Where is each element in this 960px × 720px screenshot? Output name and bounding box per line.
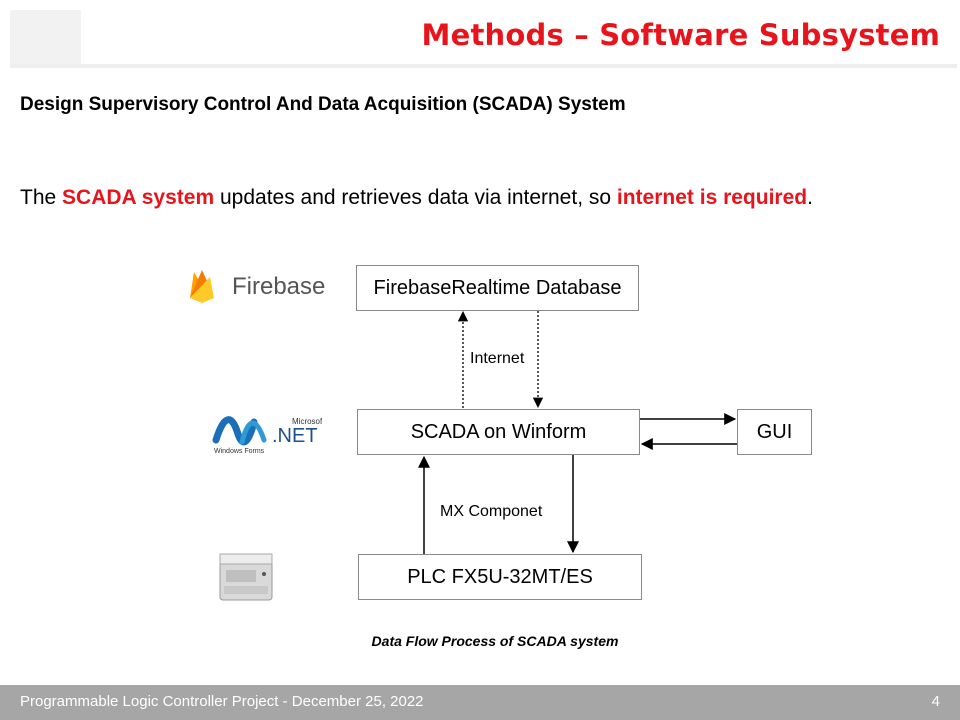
dotnet-logo-icon: Microsoft .NET Windows Forms [212, 416, 322, 455]
firebase-flame-icon [190, 270, 214, 303]
node-gui: GUI [737, 409, 812, 455]
statement-text: The SCADA system updates and retrieves d… [20, 186, 813, 210]
slide-title: Methods – Software Subsystem [421, 18, 940, 52]
dotnet-net-text: .NET [272, 425, 318, 447]
figure-caption: Data Flow Process of SCADA system [371, 633, 619, 649]
plc-device-icon [219, 553, 273, 601]
slide-subtitle: Design Supervisory Control And Data Acqu… [20, 94, 626, 115]
edge-label-internet: Internet [470, 350, 525, 367]
footer-bar: Programmable Logic Controller Project - … [0, 685, 960, 720]
highlight-internet-required: internet is required [616, 186, 808, 209]
edge-label-mx-componet: MX Componet [440, 503, 543, 520]
footer-text: Programmable Logic Controller Project - … [20, 693, 424, 710]
firebase-logo-text: Firebase [232, 273, 326, 300]
statement-part: The [20, 186, 63, 209]
header-divider [10, 64, 957, 68]
statement-part: . [807, 186, 813, 209]
node-plc: PLC FX5U-32MT/ES [358, 554, 642, 600]
header-logo-placeholder [10, 10, 81, 65]
highlight-scada-system: SCADA system [62, 186, 215, 209]
dotnet-brand-text: Microsoft [292, 417, 322, 426]
node-firebase-database: FirebaseRealtime Database [356, 265, 639, 311]
page-number: 4 [931, 693, 940, 710]
node-scada-winform: SCADA on Winform [357, 409, 640, 455]
statement-part: updates and retrieves data via internet,… [214, 186, 617, 209]
dotnet-sub-text: Windows Forms [214, 448, 265, 455]
